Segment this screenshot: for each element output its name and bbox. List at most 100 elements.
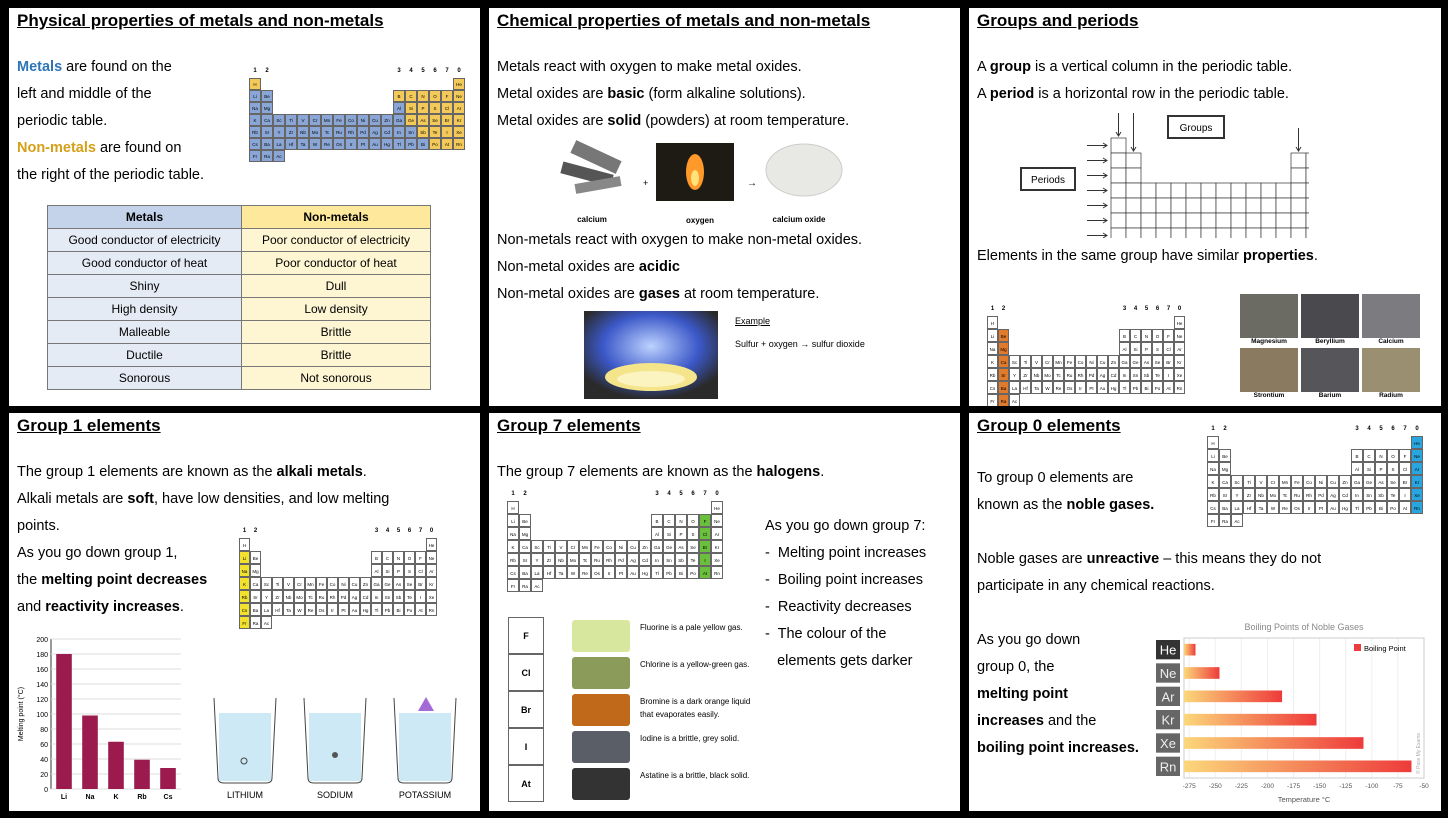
grid-cell [1185,197,1202,214]
element-cell: Ag [627,553,639,566]
text-line: Non-metal oxides are gases at room tempe… [497,281,819,308]
element-cell: Sr [1219,488,1231,501]
grid-cell [1290,197,1307,214]
text: . [1313,248,1318,264]
bold-text: acidic [638,259,680,275]
element-cell: Zr [1243,488,1255,501]
element-cell: Ag [349,590,360,603]
element-cell: Cr [1042,355,1053,368]
halogen-symbol: At [508,765,544,802]
element-cell: Ba [261,138,273,150]
element-cell: Cr [567,540,579,553]
element-cell: He [1411,436,1423,449]
element-cell: Ra [998,394,1009,406]
element-cell: Sb [675,553,687,566]
grid-cell [1125,152,1142,169]
element-cell: N [417,90,429,102]
element-cell: Hf [285,138,297,150]
grid-cell [1170,197,1187,214]
element-cell: Sr [261,126,273,138]
group-number: 4 [1367,426,1371,432]
calcium-oxide-label: calcium oxide [773,215,826,224]
x-tick-label: -75 [1393,783,1403,790]
element-cell: Mg [1219,462,1231,475]
element-cell: Pd [338,590,349,603]
element-cell: B [1351,449,1363,462]
element-cell: Te [404,590,415,603]
text: – this means they do not [1159,551,1322,567]
element-cell: Rh [327,590,338,603]
element-cell: K [987,355,998,368]
groups-label: Groups [1180,123,1213,134]
element-cell: In [1351,488,1363,501]
element-cell: Au [349,603,360,616]
grid-cell [1110,182,1127,199]
metals-line: Metals are found on the [17,54,172,81]
element-cell: Ar [426,564,437,577]
element-cell: Pd [1086,368,1097,381]
element-cell: Re [579,566,591,579]
element-cell: Rn [1174,381,1185,394]
element-cell: Rb [1207,488,1219,501]
element-cell: Zr [285,126,297,138]
arrow-head-icon [1102,172,1108,179]
element-cell: P [417,102,429,114]
element-cell: Re [321,138,333,150]
element-cell: Ne [1411,449,1423,462]
noble-gas-boiling-chart: Boiling Points of Noble Gases-275-250-22… [1156,622,1429,804]
metals-word: Metals [17,59,63,75]
element-cell: Br [699,540,711,553]
element-cell: Tl [1351,501,1363,514]
element-cell: Ne [426,551,437,564]
text: A [977,86,990,102]
element-cell: La [1231,501,1243,514]
text: A [977,59,990,75]
element-cell: N [675,514,687,527]
group-number: 4 [385,528,390,534]
text-line: Alkali metals are soft, have low densiti… [17,486,389,513]
element-cell: Tl [1119,381,1130,394]
element-cell: Ag [369,126,381,138]
grid-cell [1230,212,1247,229]
element-cell: Ti [285,114,297,126]
element-cell: N [1375,449,1387,462]
metal-cell: Good conductor of electricity [46,228,243,252]
element-cell: Li [1207,449,1219,462]
y-tick-label: 40 [40,757,48,764]
element-cell: C [1130,329,1141,342]
element-cell: N [1141,329,1152,342]
element-cell: At [415,603,426,616]
element-cell: Cu [1097,355,1108,368]
element-symbol: Xe [1160,736,1176,751]
x-tick-label: Rb [137,794,146,801]
y-tick-label: 100 [36,712,48,719]
element-cell: Ni [338,577,349,590]
arrow-head-icon [1102,187,1108,194]
arrow-head-icon [1102,202,1108,209]
element-cell: W [309,138,321,150]
element-cell: Rn [1411,501,1423,514]
element-cell: Cl [1163,342,1174,355]
element-cell: Be [998,329,1009,342]
grid-cell [1125,212,1142,229]
element-cell: Hf [1243,501,1255,514]
lithium-beaker [213,697,277,784]
element-photo [1301,348,1359,392]
element-cell: Sn [663,553,675,566]
text-line: group 0, the [977,659,1055,675]
panel-title: Group 1 elements [17,416,161,435]
element-cell: Pb [663,566,675,579]
element-photo [1362,348,1420,392]
element-cell: Hf [1020,381,1031,394]
element-cell: Hg [639,566,651,579]
text-line: known as the noble gases. [977,492,1154,519]
element-cell: Ac [1231,514,1243,527]
element-cell: Pb [1363,501,1375,514]
text: known as the [977,497,1067,513]
element-cell: Ra [1219,514,1231,527]
element-cell: Sb [1375,488,1387,501]
element-cell: At [1399,501,1411,514]
element-cell: In [393,126,405,138]
